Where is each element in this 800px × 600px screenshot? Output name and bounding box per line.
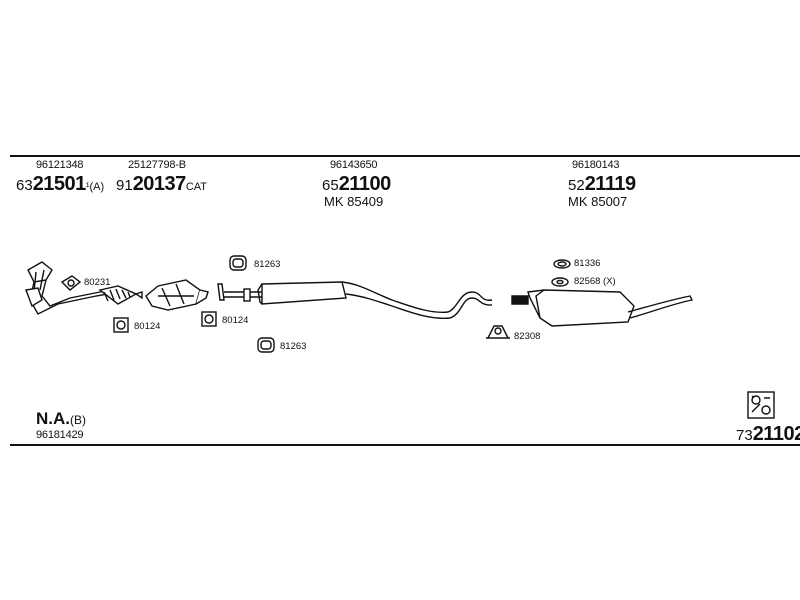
gasket-icon[interactable] bbox=[60, 275, 82, 291]
na-oe-number: 96181429 bbox=[36, 429, 84, 441]
label-hanger-81263-a: 81263 bbox=[254, 259, 281, 270]
oe-number-1: 96121348 bbox=[36, 159, 84, 171]
middle-silencer-icon[interactable] bbox=[217, 281, 493, 320]
part-number-4[interactable]: 5221119 bbox=[568, 174, 636, 194]
oe-number-4: 96180143 bbox=[572, 159, 620, 171]
oe-number-2: 25127798-B bbox=[128, 159, 186, 171]
na-note: N.A.(B) bbox=[36, 410, 86, 428]
clamp-icon[interactable] bbox=[486, 325, 510, 339]
part-number-4-prefix: 52 bbox=[568, 177, 585, 194]
part-number-1-suffix: ¹(A) bbox=[85, 181, 105, 193]
gasket-icon[interactable] bbox=[553, 259, 571, 269]
part-number-1-prefix: 63 bbox=[16, 177, 33, 194]
part-number-3-prefix: 65 bbox=[322, 177, 339, 194]
label-clamp-82308: 82308 bbox=[514, 331, 541, 342]
gasket-icon[interactable] bbox=[201, 311, 217, 327]
label-ring-81336: 81336 bbox=[574, 258, 601, 269]
part-number-1-main: 21501 bbox=[32, 173, 87, 195]
mounting-kit-icon[interactable] bbox=[747, 391, 775, 419]
part-number-2-suffix: CAT bbox=[185, 181, 207, 193]
label-ring-82568: 82568 (X) bbox=[574, 276, 616, 287]
catalytic-converter-icon[interactable] bbox=[145, 279, 209, 311]
part-number-1[interactable]: 6321501¹(A) bbox=[16, 174, 104, 194]
rear-silencer-icon[interactable] bbox=[511, 289, 694, 327]
na-suffix: (B) bbox=[70, 413, 86, 427]
part-number-4-main: 21119 bbox=[584, 173, 636, 195]
kit-prefix: 73 bbox=[736, 427, 753, 444]
label-gasket-80124-a: 80124 bbox=[134, 321, 161, 332]
rubber-hanger-icon[interactable] bbox=[229, 255, 247, 271]
label-gasket-80231: 80231 bbox=[84, 277, 111, 288]
part-number-3-main: 21100 bbox=[338, 173, 392, 195]
label-hanger-81263-b: 81263 bbox=[280, 341, 307, 352]
part-number-2-main: 20137 bbox=[132, 173, 187, 195]
mounting-kit-part-number[interactable]: 7321102 bbox=[736, 424, 800, 444]
mounting-kit-number-4: MK 85007 bbox=[568, 194, 628, 209]
part-number-3[interactable]: 6521100 bbox=[322, 174, 391, 194]
top-divider-line bbox=[10, 155, 800, 157]
na-text: N.A. bbox=[36, 409, 70, 428]
mounting-kit-number-3: MK 85409 bbox=[324, 194, 384, 209]
rubber-hanger-icon[interactable] bbox=[257, 337, 275, 353]
kit-main: 21102 bbox=[752, 423, 800, 445]
part-number-2-prefix: 91 bbox=[116, 177, 133, 194]
gasket-icon[interactable] bbox=[113, 317, 129, 333]
label-gasket-80124-b: 80124 bbox=[222, 315, 249, 326]
part-number-2[interactable]: 9120137CAT bbox=[116, 174, 207, 194]
oe-number-3: 96143650 bbox=[330, 159, 378, 171]
gasket-icon[interactable] bbox=[551, 277, 569, 287]
bottom-divider-line bbox=[10, 444, 800, 446]
exhaust-manifold-icon[interactable] bbox=[25, 261, 143, 315]
